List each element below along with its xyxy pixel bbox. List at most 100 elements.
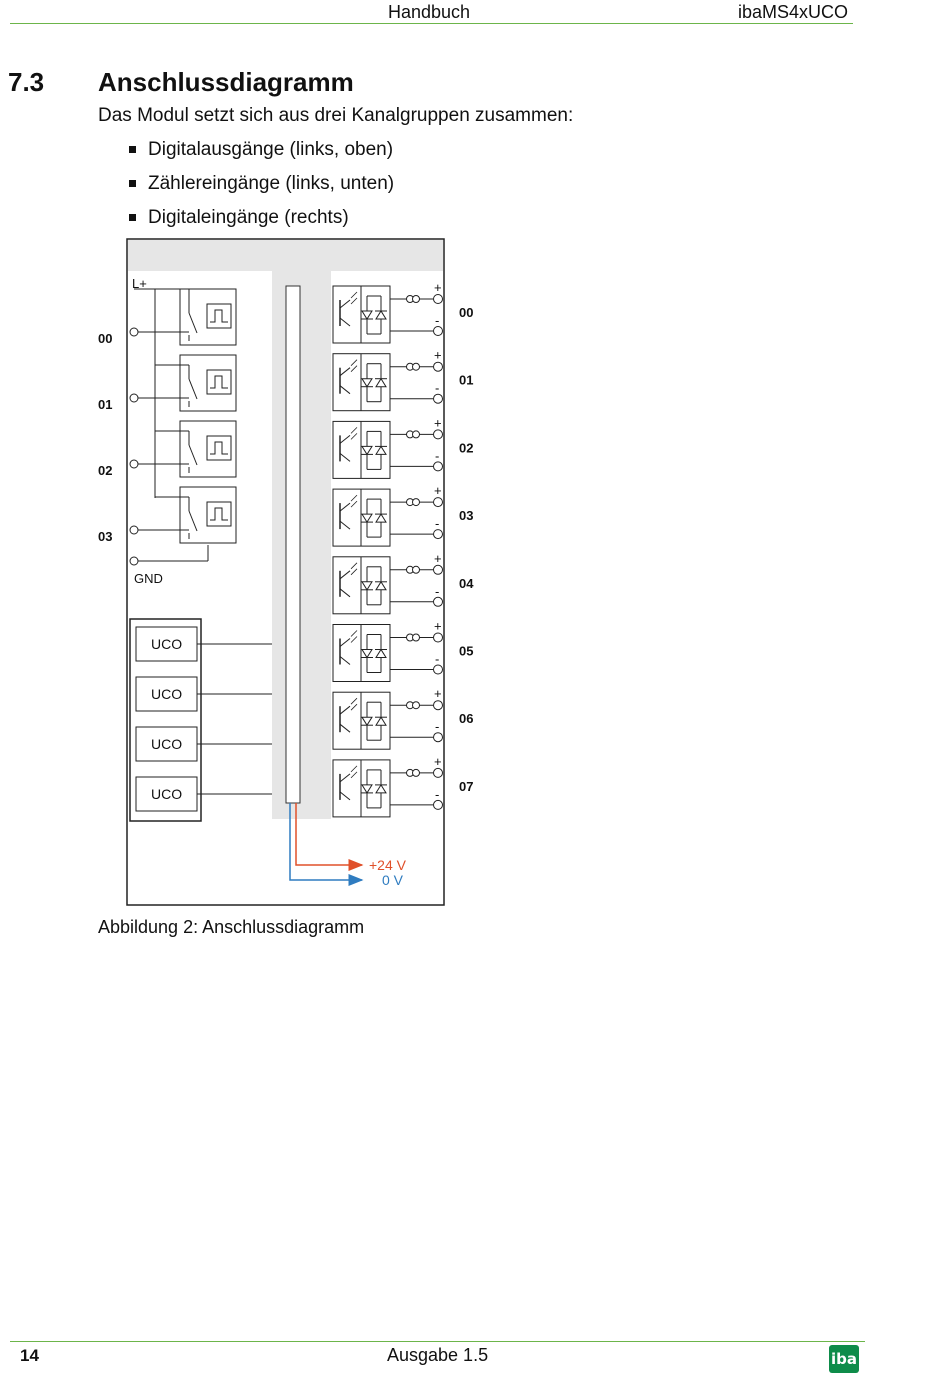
figure-caption-label: Abbildung 2:: [98, 917, 199, 937]
uco-label: UCO: [151, 786, 182, 802]
input-terminal-plus: [433, 767, 443, 778]
bullet-marker: [129, 214, 136, 221]
output-terminal: [129, 459, 139, 469]
output-channel-label: 02: [98, 463, 112, 478]
light-arrow-icon: [350, 703, 358, 711]
minus-sign: -: [435, 719, 439, 734]
light-arrow-icon: [350, 297, 358, 305]
ring-icon: [412, 498, 420, 507]
plus-sign: +: [434, 686, 442, 701]
input-terminal-plus: [433, 361, 443, 372]
supply-24v-label: +24 V: [369, 857, 407, 873]
light-arrow-icon: [350, 359, 358, 366]
internal-bus: [285, 285, 301, 804]
pulse-icon: [210, 507, 228, 521]
input-terminal-minus: [433, 732, 443, 743]
output-terminal: [129, 327, 139, 337]
input-terminal-minus: [433, 596, 443, 607]
minus-sign: -: [435, 516, 439, 531]
supply-24v-arrow: [295, 803, 364, 871]
ring-icon: [412, 633, 420, 642]
input-channel-label: 01: [459, 373, 473, 388]
input-terminal-plus: [433, 632, 443, 643]
uco-label: UCO: [151, 636, 182, 652]
input-channel-label: 07: [459, 779, 473, 794]
connection-diagram: L+ 00 01 02 03 GND UCO UCO UCO UCO + - 00 + - 01 + - 0…: [98, 238, 474, 906]
uco-label: UCO: [151, 686, 182, 702]
input-terminal-minus: [433, 393, 443, 404]
input-terminal-plus: [433, 497, 443, 508]
light-arrow-icon: [350, 433, 358, 440]
supply-0v-arrow: [289, 803, 364, 886]
switch-contact: [188, 444, 198, 466]
input-channel-label: 02: [459, 440, 473, 455]
bullet-item: Digitalausgänge (links, oben): [148, 139, 394, 160]
plus-sign: +: [434, 483, 442, 498]
switch-contact: [188, 378, 198, 400]
gnd-label: GND: [134, 571, 163, 586]
pulse-icon: [210, 441, 228, 455]
input-terminal-plus: [433, 429, 443, 440]
output-channel-label: 00: [98, 331, 112, 346]
input-terminal-minus: [433, 529, 443, 540]
light-arrow-icon: [350, 765, 358, 773]
input-channel-label: 06: [459, 711, 473, 726]
light-arrow-icon: [350, 365, 358, 372]
iba-logo: iba: [829, 1345, 859, 1373]
pulse-icon: [206, 369, 232, 395]
switch-contact: [188, 312, 198, 334]
minus-sign: -: [435, 584, 439, 599]
input-channel-label: 05: [459, 644, 473, 659]
plus-sign: +: [434, 551, 442, 566]
bullet-marker: [129, 180, 136, 187]
input-terminal-plus: [433, 564, 443, 575]
uco-counter: [135, 676, 198, 712]
plus-sign: +: [434, 280, 442, 295]
minus-sign: -: [435, 787, 439, 802]
output-terminal: [129, 525, 139, 535]
footer-divider: [10, 1341, 865, 1342]
edition-label: Ausgabe 1.5: [387, 1345, 489, 1365]
section-title: Anschlussdiagramm: [98, 67, 354, 97]
light-arrow-icon: [350, 500, 358, 508]
lplus-label: L+: [132, 276, 147, 291]
light-arrow-icon: [350, 562, 358, 570]
ring-icon: [412, 295, 420, 303]
section-number: 7.3: [8, 67, 45, 97]
ring-icon: [412, 430, 420, 439]
ring-icon: [412, 565, 420, 574]
input-group-margin: [316, 271, 331, 819]
input-channel-label: 00: [459, 305, 473, 320]
header-divider: [10, 23, 853, 24]
pulse-icon: [210, 309, 228, 323]
page-number: 14: [20, 1346, 39, 1365]
uco-label: UCO: [151, 736, 182, 752]
plus-sign: +: [434, 619, 442, 634]
gnd-terminal: [129, 556, 139, 566]
bullet-item: Zählereingänge (links, unten): [148, 173, 395, 194]
header-product: ibaMS4xUCO: [738, 2, 849, 22]
light-arrow-icon: [350, 636, 358, 643]
input-terminal-plus: [433, 700, 443, 711]
bullet-item: Digitaleingänge (rechts): [148, 207, 349, 228]
switch-contact: [188, 510, 198, 532]
minus-sign: -: [435, 652, 439, 667]
plus-sign: +: [434, 754, 442, 769]
minus-sign: -: [435, 313, 439, 328]
output-channel-label: 03: [98, 529, 112, 544]
figure-caption-text: Anschlussdiagramm: [202, 917, 365, 937]
ring-icon: [412, 701, 420, 710]
light-arrow-icon: [350, 427, 358, 434]
light-arrow-icon: [350, 630, 358, 637]
uco-counter: [135, 776, 198, 812]
input-terminal-plus: [433, 294, 443, 304]
pulse-icon: [210, 375, 228, 389]
minus-sign: -: [435, 448, 439, 463]
uco-counter: [135, 726, 198, 762]
output-channel-label: 01: [98, 397, 112, 412]
pulse-icon: [206, 501, 232, 527]
pulse-icon: [206, 435, 232, 461]
header-title: Handbuch: [388, 2, 471, 22]
ring-icon: [412, 768, 420, 777]
figure-caption: Abbildung 2: Anschlussdiagramm: [98, 917, 364, 938]
